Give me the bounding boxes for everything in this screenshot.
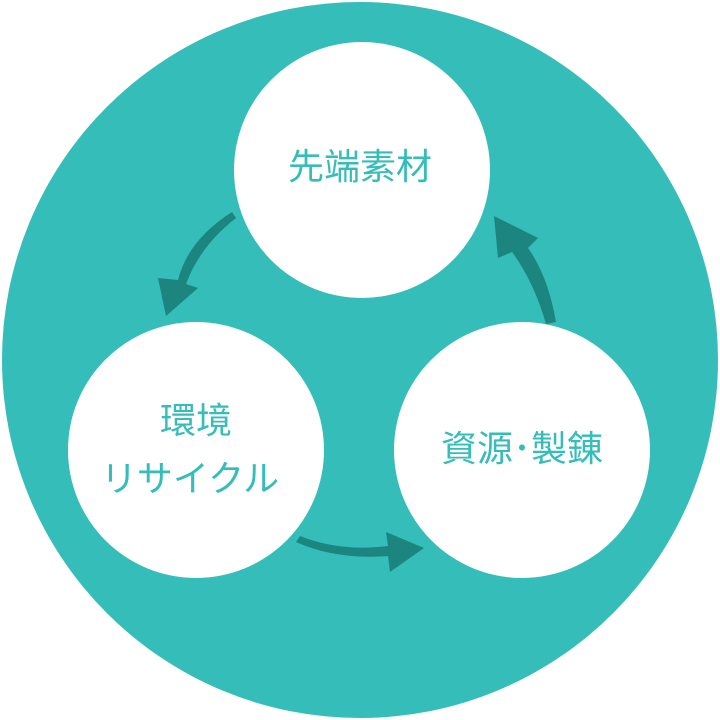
node-bottom-right-label: 資源･製錬 <box>441 429 603 470</box>
node-top-circle <box>234 42 490 298</box>
arrow-left-to-right <box>296 532 424 572</box>
node-top-label: 先端素材 <box>288 147 432 188</box>
cycle-arrows <box>158 212 556 572</box>
node-bottom-left-circle <box>68 322 324 578</box>
node-bottom-left-label-line1: 環境 <box>160 401 232 442</box>
node-bottom-left-label-line2: リサイクル <box>101 459 279 500</box>
arrow-top-to-left <box>158 212 236 316</box>
node-bottom-right-circle <box>394 322 650 578</box>
arrow-right-to-top <box>494 216 556 324</box>
